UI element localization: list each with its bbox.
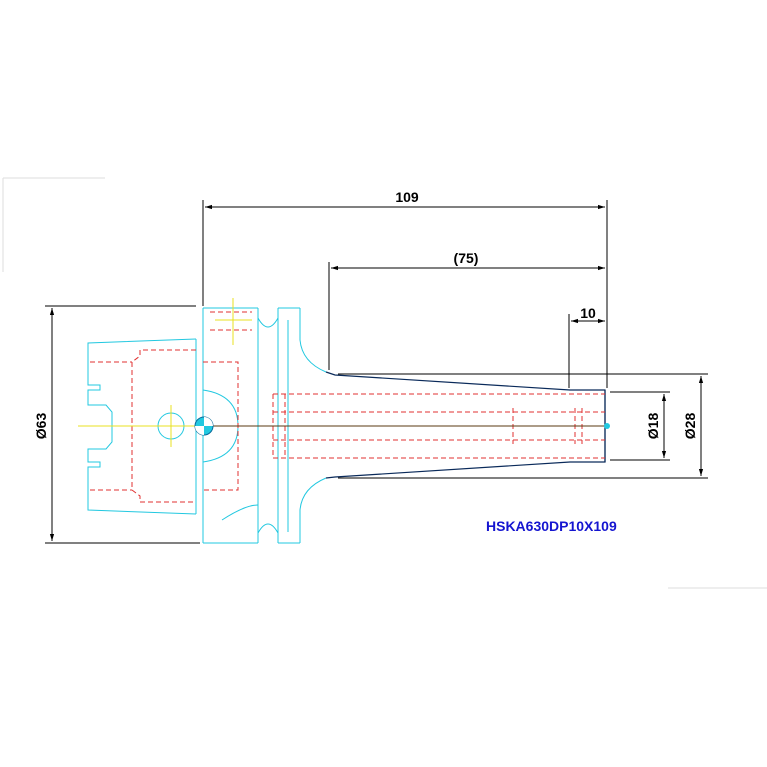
model-code: HSKA630DP10X109 [486, 518, 617, 534]
dim-bore-diameter: Ø18 [645, 413, 661, 440]
dimension-lines [45, 200, 708, 544]
dim-reference-length: (75) [454, 250, 479, 266]
dim-nose-diameter: Ø28 [682, 413, 698, 440]
dim-flange-diameter: Ø63 [33, 413, 49, 440]
drawing-frame [2, 177, 767, 589]
dim-tip-length: 10 [580, 305, 596, 321]
centerlines [78, 298, 607, 447]
dim-overall-length: 109 [395, 189, 419, 205]
coupling-marker [194, 416, 610, 436]
